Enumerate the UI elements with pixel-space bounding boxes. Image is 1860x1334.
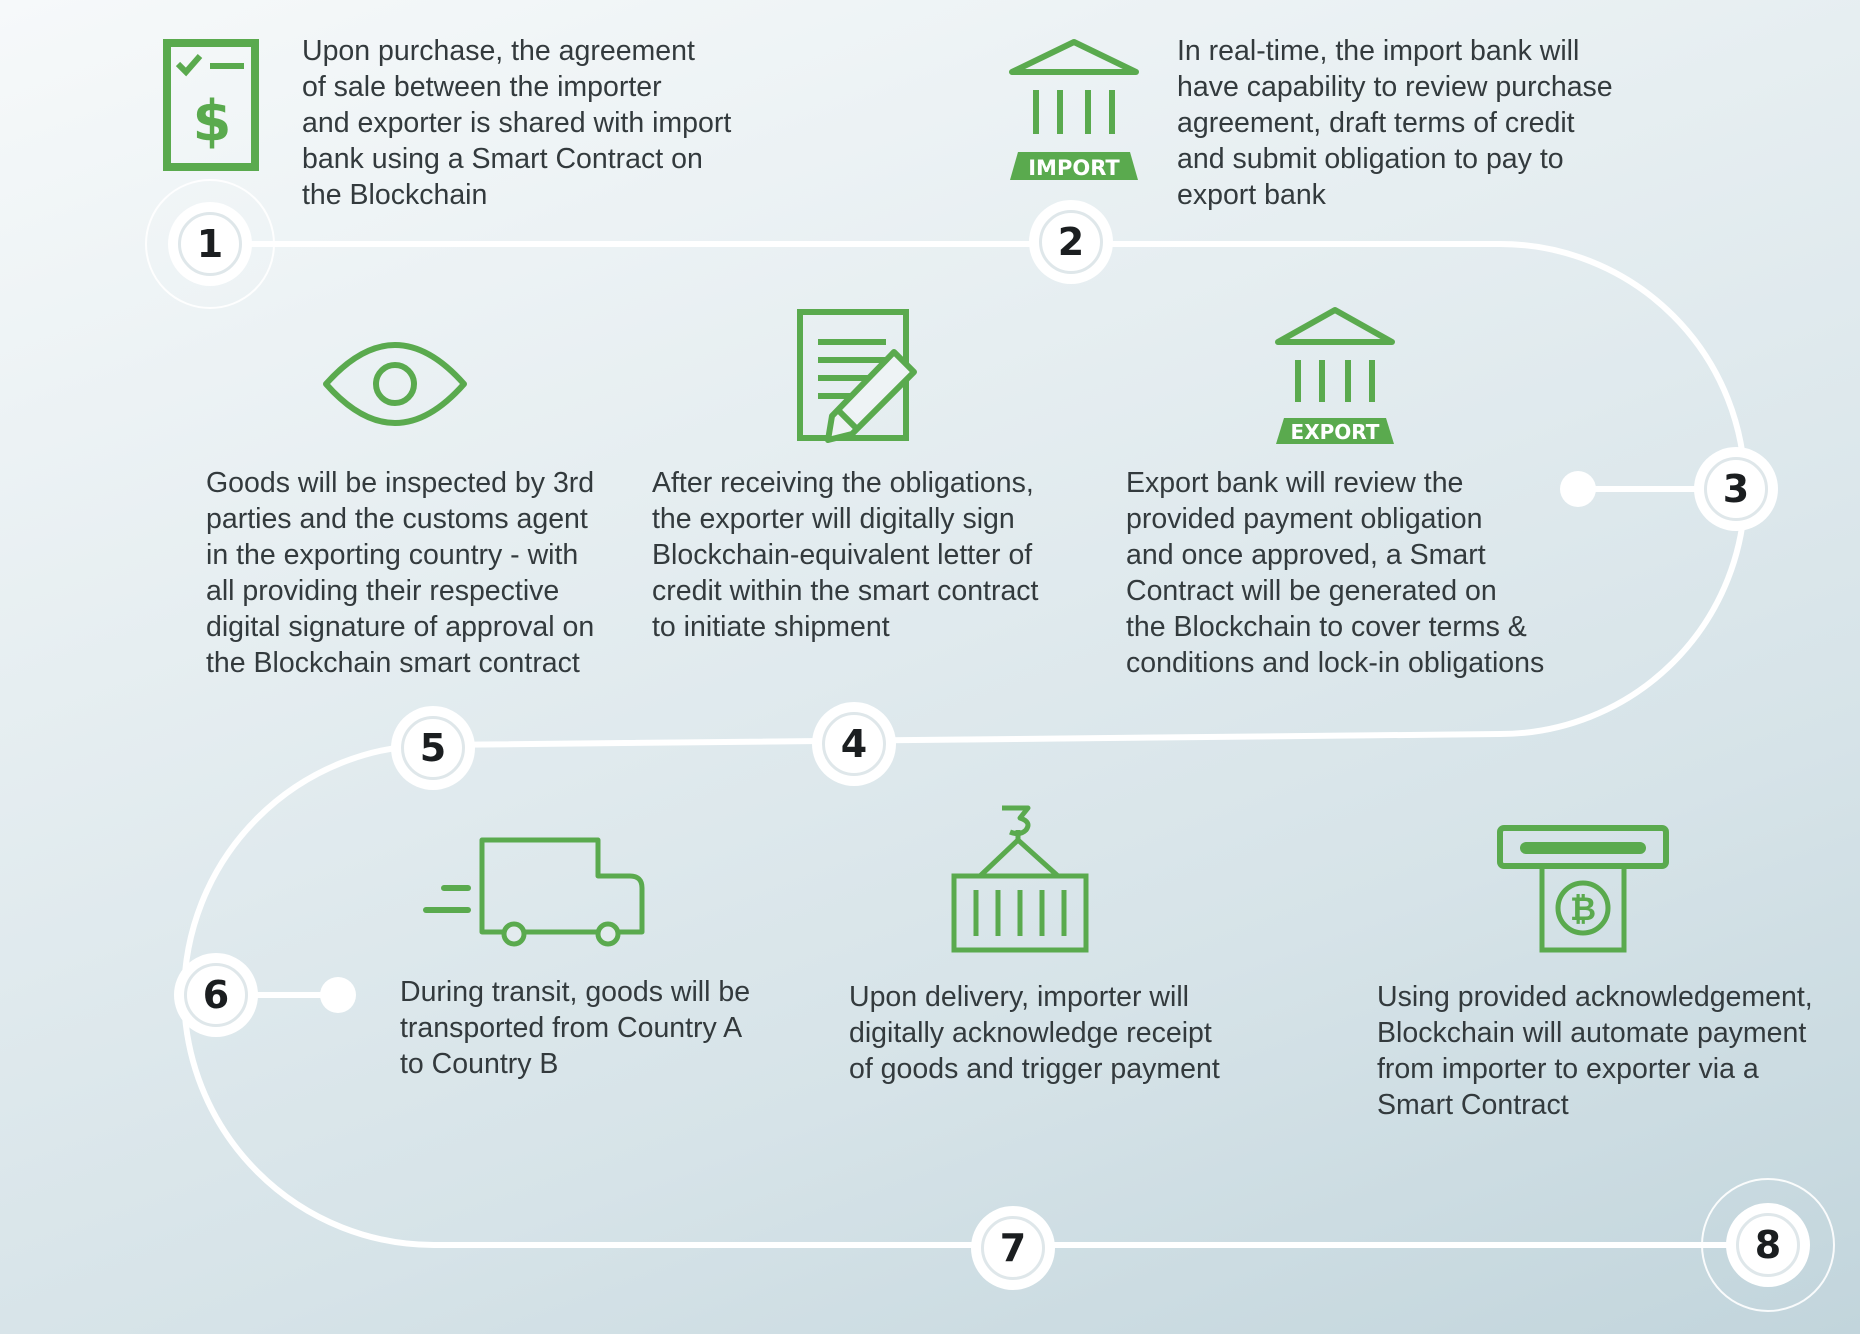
step-5-node: 5 bbox=[391, 706, 475, 790]
step-3-node: 3 bbox=[1694, 447, 1778, 531]
step-8-node: 8 bbox=[1726, 1203, 1810, 1287]
export-label: EXPORT bbox=[1291, 420, 1380, 444]
step-4-node: 4 bbox=[812, 702, 896, 786]
connector-6-dot bbox=[320, 977, 356, 1013]
step-2-number: 2 bbox=[1057, 220, 1085, 264]
bitcoin-payment-icon: ₿ bbox=[1496, 824, 1670, 954]
step-4-number: 4 bbox=[840, 722, 868, 766]
step-2-node: 2 bbox=[1029, 200, 1113, 284]
node-8-halo bbox=[1701, 1178, 1835, 1312]
svg-text:₿: ₿ bbox=[1570, 890, 1596, 928]
step-3-number: 3 bbox=[1722, 467, 1750, 511]
step-1-number: 1 bbox=[196, 222, 224, 266]
step-7-text: Upon delivery, importer will digitally a… bbox=[849, 981, 1220, 1085]
svg-text:$: $ bbox=[193, 89, 232, 154]
step-6-text: During transit, goods will be transporte… bbox=[400, 976, 751, 1080]
step-6-node: 6 bbox=[174, 953, 258, 1037]
step-5-text: Goods will be inspected by 3rd parties a… bbox=[206, 467, 595, 679]
import-bank-icon: IMPORT bbox=[1008, 38, 1140, 182]
step-5-number: 5 bbox=[419, 726, 447, 770]
step-8-number: 8 bbox=[1754, 1223, 1782, 1267]
step-7-node: 7 bbox=[971, 1206, 1055, 1290]
step-3-text: Export bank will review the provided pay… bbox=[1126, 467, 1545, 679]
step-8-text: Using provided acknowledgement, Blockcha… bbox=[1377, 981, 1813, 1121]
import-label: IMPORT bbox=[1028, 156, 1120, 180]
contract-dollar-icon: $ bbox=[162, 38, 262, 172]
document-sign-icon bbox=[796, 308, 920, 444]
step-2-text: In real-time, the import bank will have … bbox=[1177, 35, 1613, 211]
truck-icon bbox=[422, 836, 646, 948]
eye-icon bbox=[322, 340, 468, 428]
export-bank-icon: EXPORT bbox=[1270, 306, 1400, 446]
connector-3-dot bbox=[1560, 471, 1596, 507]
step-6-number: 6 bbox=[202, 973, 230, 1017]
step-4-text: After receiving the obligations, the exp… bbox=[652, 467, 1039, 643]
step-1-text: Upon purchase, the agreement of sale bet… bbox=[302, 35, 732, 211]
cargo-container-icon bbox=[950, 804, 1090, 954]
node-1-halo bbox=[145, 179, 275, 309]
step-7-number: 7 bbox=[999, 1226, 1027, 1270]
step-1-node: 1 bbox=[168, 202, 252, 286]
flow-path-line bbox=[181, 241, 1768, 1248]
